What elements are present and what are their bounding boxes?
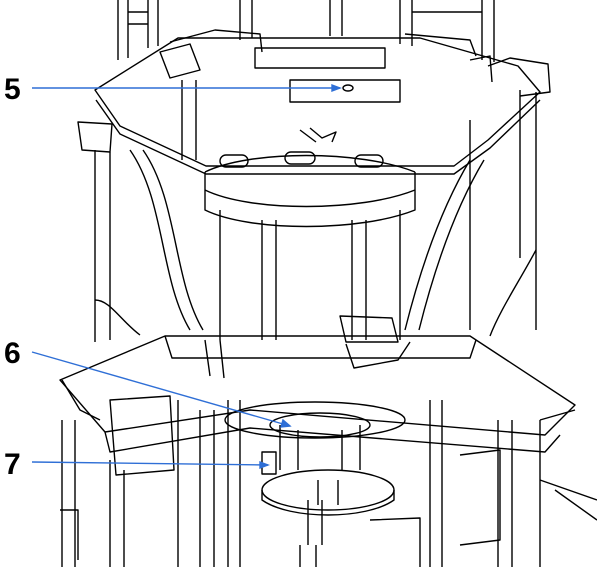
mid-platform <box>59 315 576 453</box>
callout-5-arrowhead <box>331 83 342 93</box>
guide-columns <box>94 80 537 342</box>
lower-frame-posts <box>61 400 597 567</box>
callout-7-leader <box>31 461 269 466</box>
central-cylinder <box>204 151 416 340</box>
assembly-lines <box>59 0 597 567</box>
upper-column-frame <box>117 0 495 62</box>
callout-5-label: 5 <box>4 73 21 106</box>
callout-6-leader <box>31 351 291 427</box>
top-plate-corner-brackets <box>77 43 551 153</box>
callout-6-arrowhead <box>280 418 292 428</box>
lower-disc <box>261 469 395 511</box>
callout-leaders <box>31 83 342 470</box>
mid-platform-housing <box>339 315 399 343</box>
top-plate-port <box>289 79 401 103</box>
top-plate <box>94 29 541 175</box>
lower-disc-upper-bearing <box>269 412 371 438</box>
side-plates <box>60 395 501 567</box>
curved-struts <box>94 149 537 337</box>
callout-7-label: 7 <box>4 448 21 481</box>
callout-labels: 5 6 7 <box>4 73 21 481</box>
callout-7-arrowhead <box>259 460 270 470</box>
callout-6-label: 6 <box>4 337 21 370</box>
lower-disc-assembly <box>224 401 406 567</box>
